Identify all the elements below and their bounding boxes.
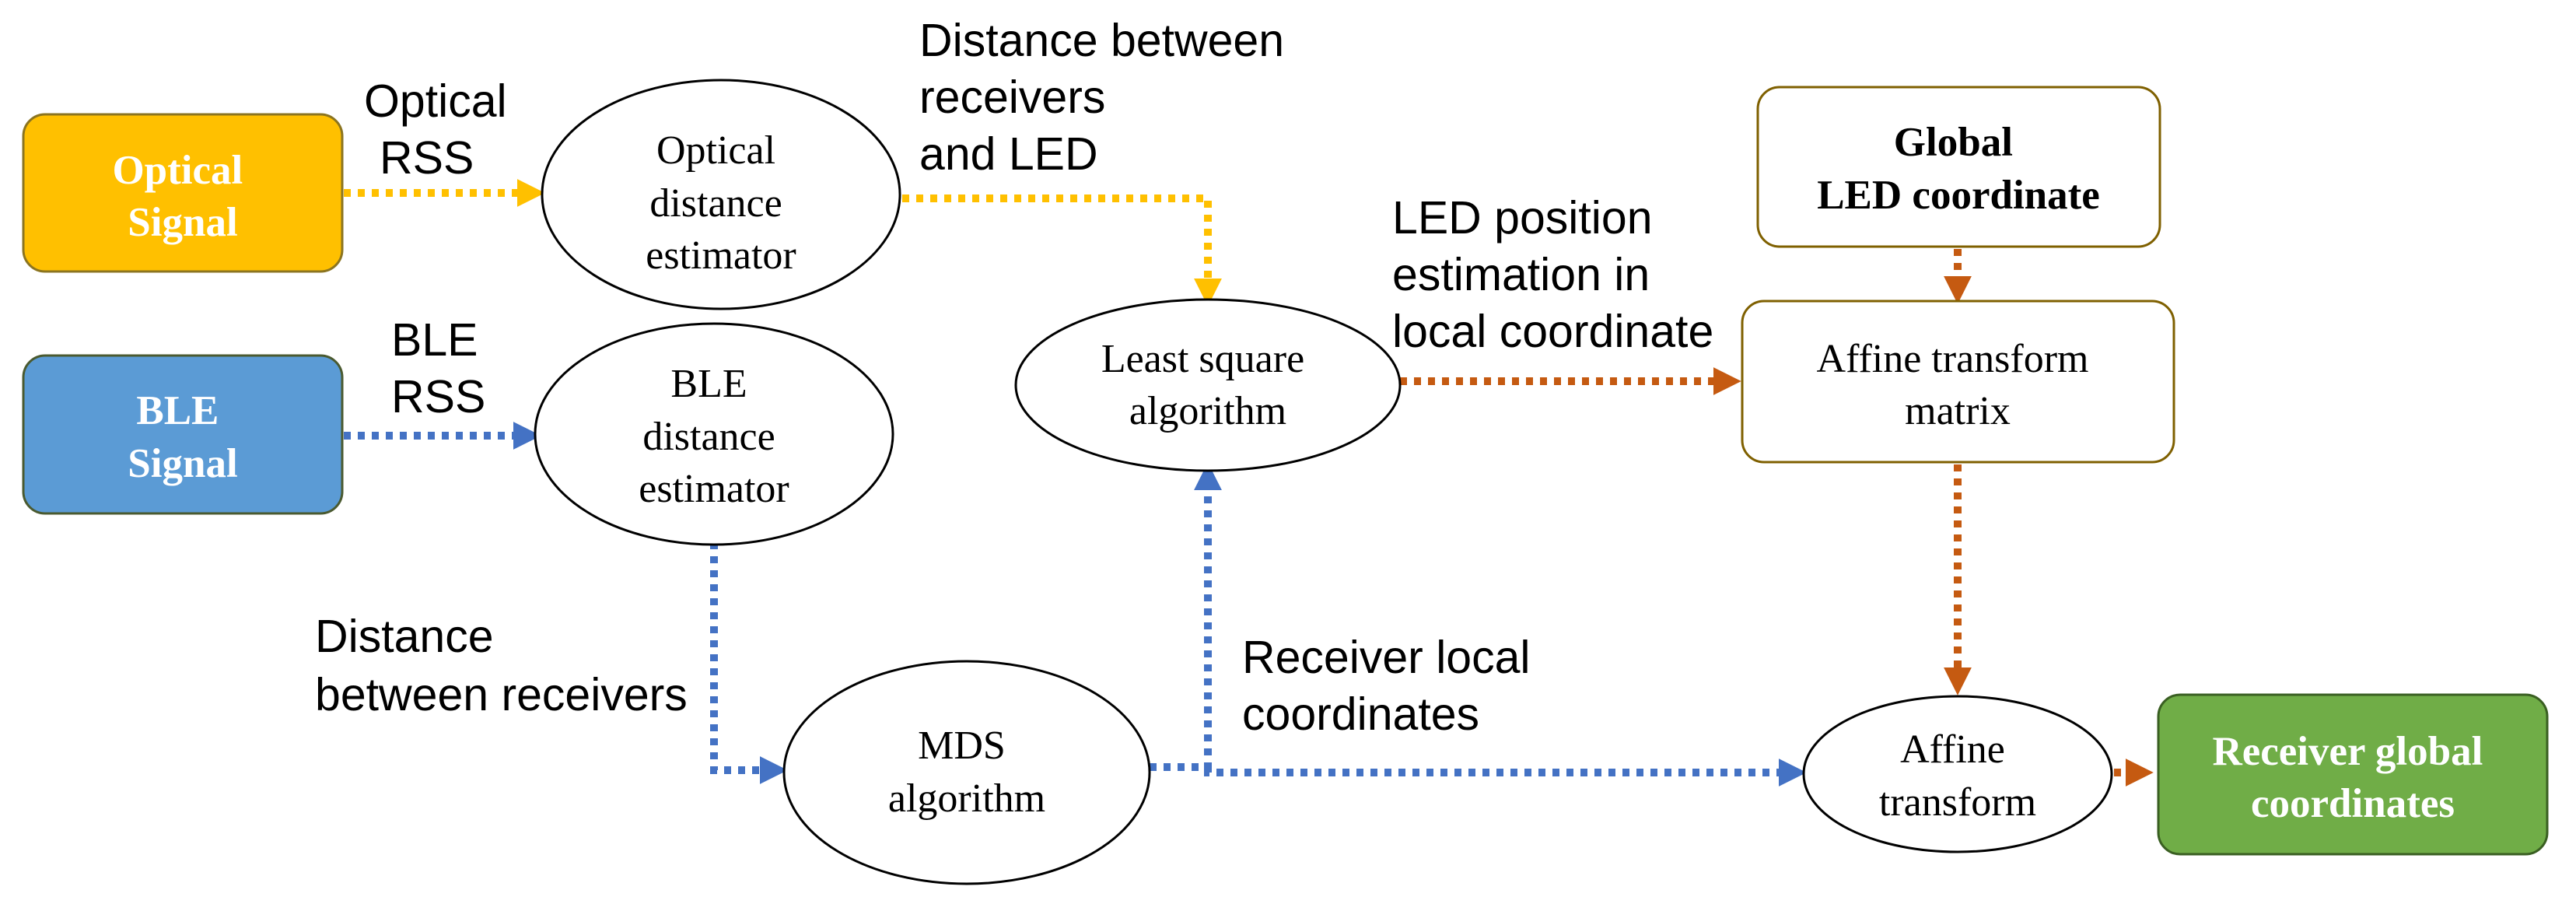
receiver-global-line-1: Receiver global — [2212, 729, 2483, 774]
edge-mds-to-least-square — [1150, 462, 1222, 771]
svg-text:Affine transform matrix: Affine transform matrix — [1817, 337, 2099, 433]
receiver-local-line-1: Receiver local — [1242, 632, 1531, 683]
optical-rss-line-1: Optical — [364, 75, 507, 127]
distance-receivers-led-line-2: receivers — [919, 72, 1105, 123]
label-led-position-estimation: LED position estimation in local coordin… — [1392, 192, 1713, 357]
distance-between-receivers-line-2: between receivers — [315, 669, 688, 720]
affine-transform-matrix-box: Affine transform matrix — [1741, 300, 2175, 464]
optical-estimator-line-3: estimator — [646, 233, 796, 278]
led-position-line-3: local coordinate — [1392, 306, 1713, 357]
edge-optical-estimator-to-least-square — [902, 194, 1222, 307]
ble-distance-estimator-node: BLE distance estimator — [534, 322, 894, 546]
label-receiver-local-coordinates: Receiver local coordinates — [1242, 632, 1543, 740]
svg-text:Optical Signal: Optical Signal — [112, 148, 253, 245]
svg-text:BLE distance estim: BLE distance estimator — [639, 362, 789, 511]
ble-rss-line-2: RSS — [391, 371, 485, 422]
mds-line-2: algorithm — [888, 776, 1045, 821]
global-led-line-2: LED coordinate — [1817, 173, 2100, 218]
optical-signal-line-1: Optical — [112, 148, 243, 193]
optical-signal-box: Optical Signal — [22, 113, 344, 273]
least-square-line-1: Least square — [1101, 337, 1304, 381]
led-position-line-1: LED position — [1392, 192, 1653, 244]
affine-transform-node: Affine transform — [1802, 695, 2113, 853]
distance-receivers-led-line-1: Distance between — [919, 15, 1284, 66]
ble-signal-line-2: Signal — [128, 441, 237, 486]
label-ble-rss: BLE RSS — [391, 314, 491, 422]
least-square-algorithm-node: Least square algorithm — [1014, 298, 1402, 472]
receiver-global-coordinates-box: Receiver global coordinates — [2157, 693, 2549, 856]
receiver-local-line-2: coordinates — [1242, 689, 1479, 740]
optical-distance-estimator-node: Optical distance estimator — [541, 79, 901, 310]
distance-receivers-led-line-3: and LED — [919, 128, 1098, 180]
global-led-line-1: Global — [1894, 120, 2013, 165]
ble-estimator-line-1: BLE — [670, 362, 747, 406]
ble-rss-line-1: BLE — [391, 314, 478, 366]
mds-algorithm-node: MDS algorithm — [782, 660, 1151, 885]
label-distance-between-receivers: Distance between receivers — [315, 611, 688, 720]
optical-rss-line-2: RSS — [380, 132, 474, 184]
affine-transform-line-1: Affine — [1900, 727, 2005, 772]
affine-matrix-line-2: matrix — [1905, 389, 2011, 433]
svg-text:BLE Signal: BLE Signal — [128, 388, 237, 486]
distance-between-receivers-line-1: Distance — [315, 611, 494, 662]
svg-text:Optical distance e: Optical distance estimator — [646, 128, 796, 278]
svg-text:Affine transform: Affine transform — [1879, 727, 2036, 825]
svg-text:Least square algorithm: Least square algorithm — [1101, 337, 1314, 433]
svg-text:Receiver global coordina: Receiver global coordinates — [2212, 729, 2493, 826]
svg-text:Global LED coordinate: Global LED coordinate — [1817, 120, 2100, 218]
ble-signal-box: BLE Signal — [22, 354, 344, 515]
edge-mds-to-affine-transform — [1204, 759, 1807, 787]
optical-signal-line-2: Signal — [128, 200, 237, 245]
ble-signal-line-1: BLE — [136, 388, 219, 433]
optical-estimator-line-2: distance — [649, 181, 782, 226]
ble-estimator-line-3: estimator — [639, 467, 789, 511]
affine-matrix-line-1: Affine transform — [1817, 337, 2089, 381]
label-distance-receivers-led: Distance between receivers and LED — [919, 15, 1297, 180]
receiver-global-line-2: coordinates — [2251, 781, 2455, 826]
edge-ble-estimator-to-mds — [710, 542, 788, 784]
mds-line-1: MDS — [918, 724, 1006, 768]
led-position-line-2: estimation in — [1392, 249, 1650, 300]
label-optical-rss: Optical RSS — [364, 75, 520, 184]
ble-estimator-line-2: distance — [642, 415, 775, 459]
svg-text:MDS algorithm: MDS algorithm — [888, 724, 1045, 821]
least-square-line-2: algorithm — [1129, 389, 1286, 433]
affine-transform-line-2: transform — [1879, 780, 2036, 825]
global-led-coordinate-box: Global LED coordinate — [1756, 86, 2161, 248]
optical-estimator-line-1: Optical — [656, 128, 775, 173]
